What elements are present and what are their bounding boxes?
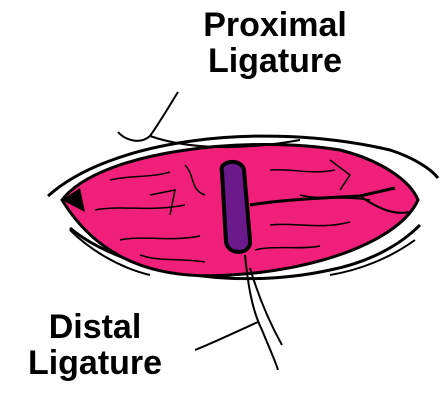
vessel-incision [222,162,251,252]
distal-pointer-line [195,322,258,350]
distal-label-line-2: Ligature [0,346,190,382]
proximal-ligature-thread [118,92,178,141]
distal-label-line-1: Distal [0,310,190,346]
proximal-label-line-2: Ligature [150,44,400,80]
distal-ligature-label: Distal Ligature [0,310,190,381]
proximal-label-line-1: Proximal [150,8,400,44]
proximal-ligature-label: Proximal Ligature [150,8,400,79]
